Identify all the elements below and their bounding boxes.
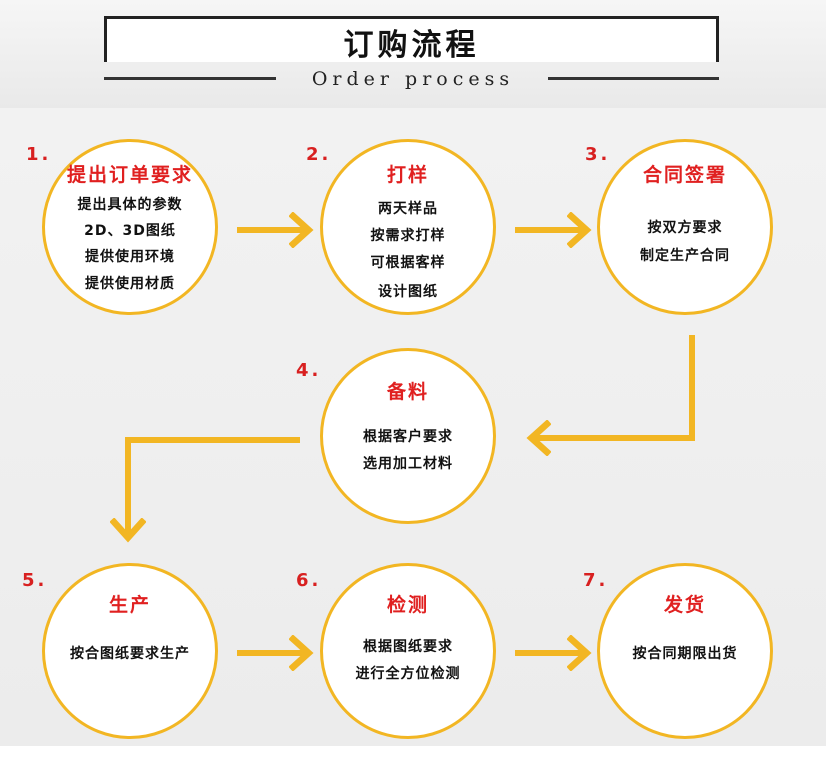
step-4-circle bbox=[320, 348, 496, 524]
step-5-line-1: 按合图纸要求生产 bbox=[70, 646, 190, 662]
page-subtitle: Order process bbox=[311, 68, 515, 90]
step-4-number: 4. bbox=[296, 360, 322, 381]
step-1-number: 1. bbox=[26, 144, 52, 165]
step-6-line-1: 根据图纸要求 bbox=[363, 639, 453, 655]
step-3-circle bbox=[597, 139, 773, 315]
step-5-number: 5. bbox=[22, 570, 48, 591]
step-4-title: 备料 bbox=[386, 381, 429, 403]
step-5-title: 生产 bbox=[108, 594, 151, 616]
step-7-circle bbox=[597, 563, 773, 739]
step-3-title: 合同签署 bbox=[642, 164, 727, 186]
step-1-line-3: 提供使用环境 bbox=[85, 249, 175, 265]
step-2-number: 2. bbox=[306, 144, 332, 165]
step-2-circle bbox=[320, 139, 496, 315]
step-3-line-2: 制定生产合同 bbox=[640, 248, 730, 264]
step-7-line-1: 按合同期限出货 bbox=[632, 646, 738, 662]
step-6-circle bbox=[320, 563, 496, 739]
arrow-4-to-5 bbox=[128, 437, 300, 537]
step-2-title: 打样 bbox=[386, 164, 429, 186]
step-1-circle bbox=[42, 139, 218, 315]
step-1-line-2: 2D、3D图纸 bbox=[84, 223, 176, 239]
step-2-line-4: 设计图纸 bbox=[378, 284, 438, 300]
step-3-number: 3. bbox=[585, 144, 611, 165]
step-1-line-1: 提出具体的参数 bbox=[77, 197, 183, 213]
subtitle-rule-right bbox=[548, 77, 719, 80]
step-4-line-2: 选用加工材料 bbox=[363, 456, 453, 472]
step-2-line-1: 两天样品 bbox=[378, 201, 438, 217]
arrow-3-to-4 bbox=[532, 335, 695, 438]
step-7-title: 发货 bbox=[663, 594, 706, 616]
subtitle-rule-left bbox=[104, 77, 276, 80]
step-6-line-2: 进行全方位检测 bbox=[355, 666, 461, 682]
step-5-circle bbox=[42, 563, 218, 739]
step-1-title: 提出订单要求 bbox=[66, 164, 193, 186]
step-2-line-2: 按需求打样 bbox=[370, 228, 446, 244]
step-6-title: 检测 bbox=[386, 594, 429, 616]
step-2-line-3: 可根据客样 bbox=[370, 255, 446, 271]
page-title: 订购流程 bbox=[343, 28, 480, 63]
step-6-number: 6. bbox=[296, 570, 322, 591]
step-3-line-1: 按双方要求 bbox=[647, 220, 723, 236]
step-1-line-4: 提供使用材质 bbox=[85, 276, 175, 292]
step-7-number: 7. bbox=[583, 570, 609, 591]
title-frame bbox=[104, 16, 719, 62]
step-4-line-1: 根据客户要求 bbox=[363, 429, 453, 445]
